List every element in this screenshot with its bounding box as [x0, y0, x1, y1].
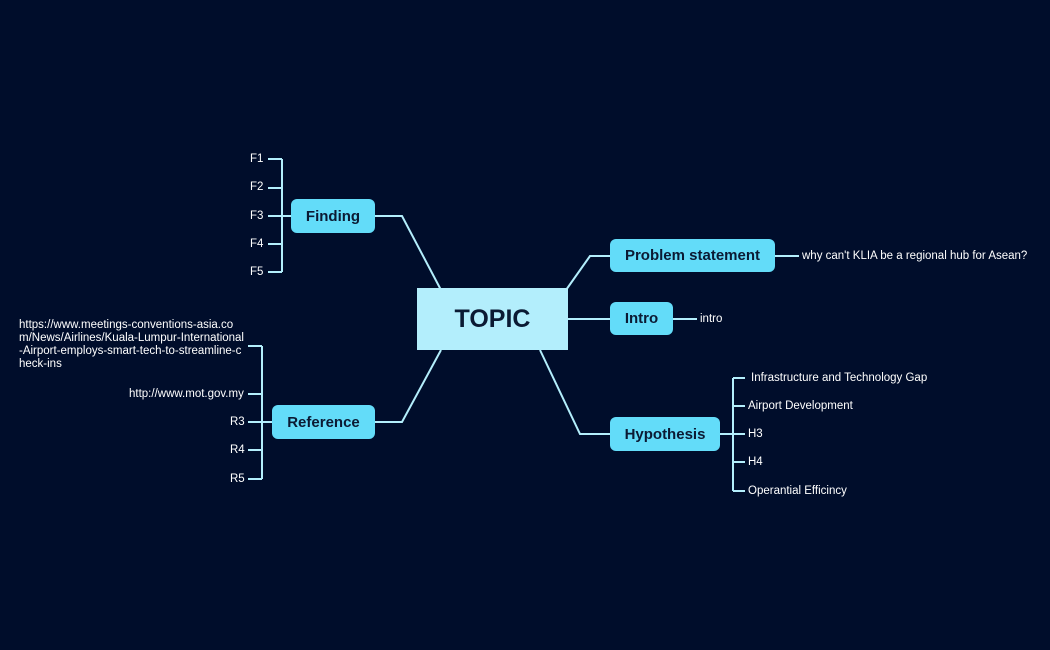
topic-finding-label: Finding — [305, 207, 361, 225]
hypothesis-item[interactable]: Infrastructure and Technology Gap — [751, 372, 928, 384]
finding-item[interactable]: F3 — [250, 210, 264, 222]
topic-hypothesis-label: Hypothesis — [624, 425, 706, 443]
topic-problem-statement-label: Problem statement — [624, 247, 761, 264]
topic-finding[interactable]: Finding — [291, 199, 375, 233]
reference-item[interactable]: R3 — [230, 416, 245, 428]
connector-reference — [374, 349, 442, 423]
topic-intro[interactable]: Intro — [610, 302, 673, 335]
reference-item[interactable]: R5 — [230, 473, 245, 485]
connector-problem — [565, 255, 611, 291]
reference-item[interactable]: https://www.meetings-conventions-asia.co… — [19, 319, 244, 370]
finding-item[interactable]: F4 — [250, 238, 264, 250]
connector-finding — [374, 215, 442, 291]
topic-reference-label: Reference — [287, 413, 360, 431]
hypothesis-item[interactable]: H3 — [748, 428, 763, 440]
problem-statement-item[interactable]: why can't KLIA be a regional hub for Ase… — [802, 250, 1028, 262]
topic-intro-label: Intro — [624, 310, 659, 327]
topic-problem-statement[interactable]: Problem statement — [610, 239, 775, 272]
central-topic-node[interactable]: TOPIC — [417, 288, 568, 350]
finding-item[interactable]: F1 — [250, 153, 264, 165]
topic-reference[interactable]: Reference — [272, 405, 375, 439]
intro-item[interactable]: intro — [700, 313, 723, 325]
reference-item[interactable]: http://www.mot.gov.my — [129, 388, 244, 400]
hypothesis-item[interactable]: Operantial Efficincy — [748, 485, 847, 497]
connector-hypothesis — [539, 349, 611, 435]
finding-item[interactable]: F5 — [250, 266, 264, 278]
reference-item[interactable]: R4 — [230, 444, 245, 456]
hypothesis-item[interactable]: H4 — [748, 456, 763, 468]
central-topic-label: TOPIC — [454, 304, 531, 333]
hypothesis-item[interactable]: Airport Development — [748, 400, 853, 412]
topic-hypothesis[interactable]: Hypothesis — [610, 417, 720, 451]
finding-item[interactable]: F2 — [250, 181, 264, 193]
